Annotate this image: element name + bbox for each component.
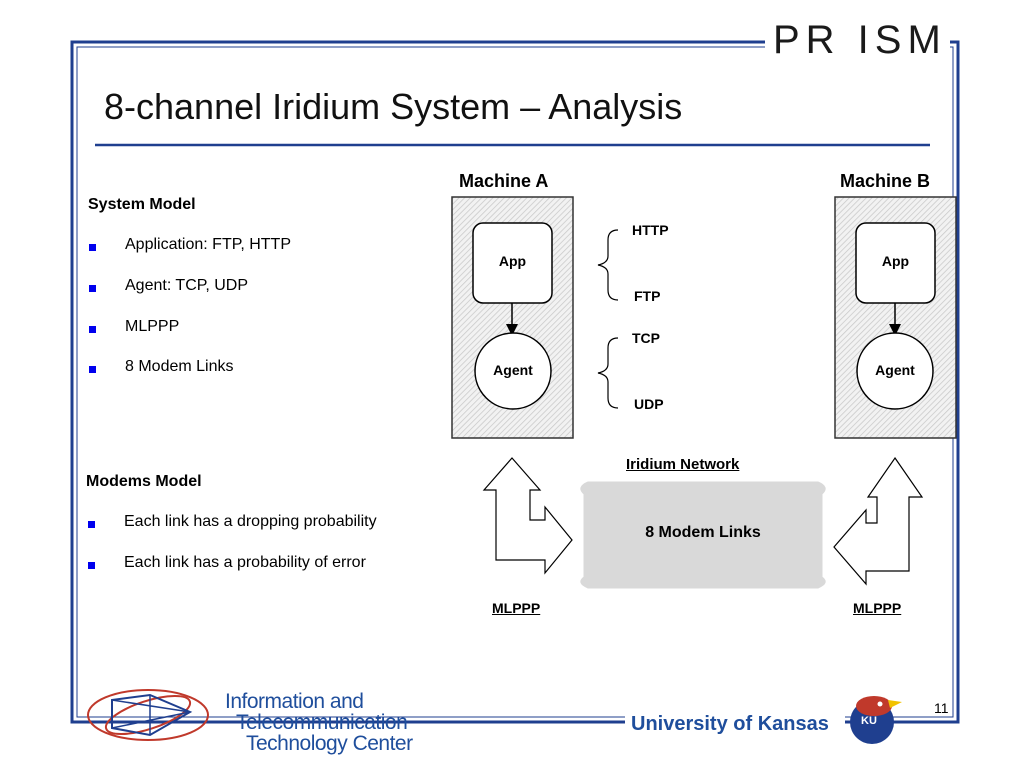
modems-model-item: Each link has a probability of error — [124, 554, 366, 571]
machine-a-app-label: App — [498, 253, 527, 269]
iridium-network-label: Iridium Network — [626, 456, 740, 473]
system-model-heading: System Model — [88, 196, 196, 213]
bullet-icon — [88, 562, 95, 569]
protocol-label: UDP — [634, 396, 664, 412]
bullet-icon — [89, 285, 96, 292]
bullet-icon — [88, 521, 95, 528]
machine-b-app-label: App — [881, 253, 910, 269]
protocol-label: HTTP — [632, 222, 669, 238]
protocol-label: FTP — [634, 288, 661, 304]
protocol-label: TCP — [632, 330, 660, 346]
system-model-item: Agent: TCP, UDP — [125, 277, 249, 294]
ku-jayhawk-seal — [850, 696, 902, 744]
slide-frame — [70, 40, 960, 724]
network-box-label: 8 Modem Links — [645, 524, 761, 541]
agent-protocol-brace — [597, 337, 619, 409]
machine-a-agent-circle — [474, 332, 552, 410]
itc-line-3: Technology Center — [246, 732, 413, 755]
system-model-item: MLPPP — [125, 318, 180, 335]
mlppp-left-label: MLPPP — [492, 600, 541, 616]
prism-logo-text: PR ISM — [773, 18, 947, 62]
bullet-icon — [89, 244, 96, 251]
system-model-item: Application: FTP, HTTP — [125, 236, 291, 253]
left-bent-arrow — [482, 457, 573, 575]
machine-b-label: Machine B — [840, 171, 931, 191]
machine-b-agent-label: Agent — [875, 362, 915, 378]
university-name: University of Kansas — [631, 713, 829, 735]
page-number: 11 — [934, 700, 949, 716]
right-bent-arrow — [833, 456, 924, 586]
machine-a-label: Machine A — [459, 171, 549, 191]
system-model-item: 8 Modem Links — [125, 358, 234, 375]
itc-line-1: Information and — [225, 690, 364, 713]
bullet-icon — [89, 366, 96, 373]
machine-a-agent-label: Agent — [493, 362, 533, 378]
mlppp-right-label: MLPPP — [853, 600, 902, 616]
bullet-icon — [89, 326, 96, 333]
itc-line-2: Telecommunication — [236, 711, 408, 734]
machine-b-agent-circle — [856, 332, 934, 410]
modems-model-item: Each link has a dropping probability — [124, 513, 377, 530]
network-box — [580, 481, 826, 589]
ku-seal-text: KU — [861, 715, 877, 727]
prism-logo: PR ISM — [773, 18, 947, 63]
itc-logo-graphic — [87, 689, 209, 741]
app-protocol-brace — [597, 229, 619, 301]
page-title: 8-channel Iridium System – Analysis — [104, 86, 683, 127]
modems-model-heading: Modems Model — [86, 473, 202, 490]
